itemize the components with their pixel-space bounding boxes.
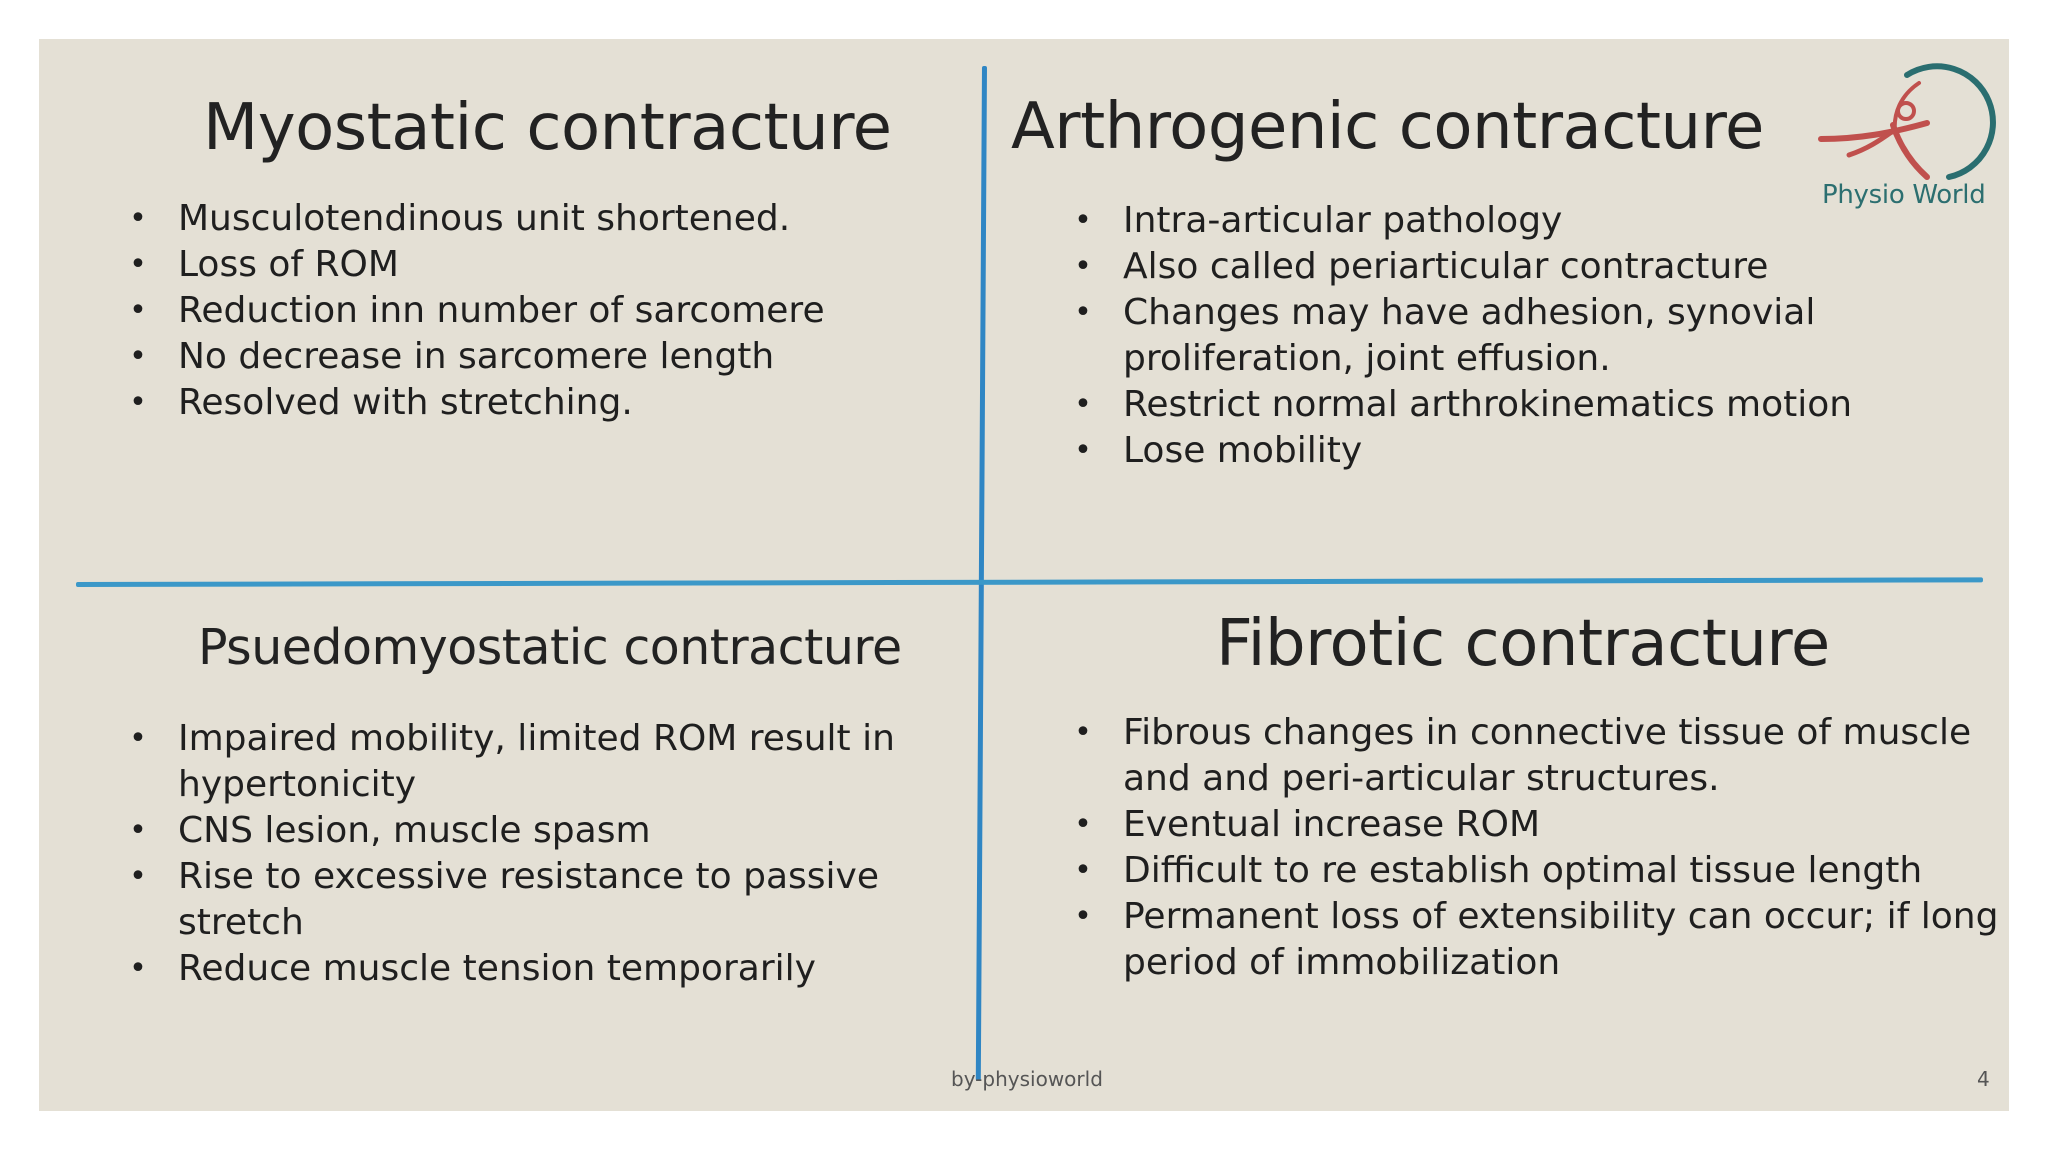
list-item: • Lose mobility (1073, 428, 1852, 474)
list-item: • Permanent loss of extensibility can occ… (1073, 894, 1998, 940)
list-item: • Difficult to re establish optimal tissu… (1073, 848, 1998, 894)
bullet-icon: • (129, 293, 147, 328)
list-item-text: Restrict normal arthrokinematics motion (1123, 384, 1853, 425)
bullet-icon: • (129, 813, 147, 848)
bullet-icon: • (129, 951, 147, 986)
list-item: • Restrict normal arthrokinematics motion (1073, 382, 1852, 428)
list-item-continuation: period of immobilization (1073, 940, 1998, 986)
list-item-text: Permanent loss of extensibility can occu… (1123, 896, 1999, 937)
list-item: • CNS lesion, muscle spasm (128, 808, 895, 854)
list-item-text: Fibrous changes in connective tissue of … (1123, 712, 1972, 753)
list-item-text: Musculotendinous unit shortened. (178, 198, 791, 239)
list-item: • Reduce muscle tension temporarily (128, 946, 895, 992)
list-item-text: CNS lesion, muscle spasm (178, 810, 651, 851)
list-item-text: proliferation, joint effusion. (1123, 338, 1611, 379)
list-item: • Musculotendinous unit shortened. (128, 196, 825, 242)
list-item-text: hypertonicity (178, 764, 417, 805)
list-item-text: Eventual increase ROM (1123, 804, 1541, 845)
list-fibrotic: • Fibrous changes in connective tissue of… (1073, 710, 1998, 986)
list-myostatic: • Musculotendinous unit shortened. • Loss … (128, 196, 825, 426)
list-item-text: Reduction inn number of sarcomere (178, 290, 825, 331)
list-item: • Changes may have adhesion, synovial (1073, 290, 1852, 336)
bullet-icon: • (1074, 899, 1092, 934)
list-item-text: No decrease in sarcomere length (178, 336, 775, 377)
list-item-text: Also called periarticular contracture (1123, 246, 1769, 287)
horizontal-divider (75, 577, 1984, 587)
list-item-text: Changes may have adhesion, synovial (1123, 292, 1816, 333)
list-item-text: stretch (178, 902, 304, 943)
list-item: • Eventual increase ROM (1073, 802, 1998, 848)
list-item: • Resolved with stretching. (128, 380, 825, 426)
bullet-icon: • (1074, 203, 1092, 238)
list-item: • Impaired mobility, limited ROM result i… (128, 716, 895, 762)
list-item: • Rise to excessive resistance to passive (128, 854, 895, 900)
bullet-icon: • (1074, 853, 1092, 888)
list-item-continuation: hypertonicity (128, 762, 895, 808)
title-arthrogenic: Arthrogenic contracture (1011, 90, 1764, 164)
list-item-text: Resolved with stretching. (178, 382, 633, 423)
list-item: • No decrease in sarcomere length (128, 334, 825, 380)
title-myostatic: Myostatic contracture (203, 91, 892, 165)
physio-world-logo-icon (1818, 63, 1996, 180)
bullet-icon: • (1074, 249, 1092, 284)
bullet-icon: • (1074, 807, 1092, 842)
bullet-icon: • (129, 721, 147, 756)
list-item-text: Intra-articular pathology (1123, 200, 1563, 241)
bullet-icon: • (129, 247, 147, 282)
bullet-icon: • (1074, 295, 1092, 330)
bullet-icon: • (129, 339, 147, 374)
logo-text: Physio World (1822, 180, 1986, 210)
bullet-icon: • (1074, 715, 1092, 750)
list-item-continuation: stretch (128, 900, 895, 946)
footer-text: by-physioworld (951, 1067, 1103, 1091)
slide: Myostatic contracture • Musculotendinous … (39, 39, 2009, 1111)
list-item: • Intra-articular pathology (1073, 198, 1852, 244)
bullet-icon: • (1074, 433, 1092, 468)
list-item-text: Loss of ROM (178, 244, 399, 285)
list-item: • Reduction inn number of sarcomere (128, 288, 825, 334)
bullet-icon: • (129, 385, 147, 420)
list-item-text: Lose mobility (1123, 430, 1363, 471)
title-fibrotic: Fibrotic contracture (1216, 607, 1830, 681)
list-arthrogenic: • Intra-articular pathology • Also called … (1073, 198, 1852, 474)
vertical-divider (975, 65, 987, 1081)
list-item-text: Reduce muscle tension temporarily (178, 948, 816, 989)
list-item: • Loss of ROM (128, 242, 825, 288)
list-item-continuation: proliferation, joint effusion. (1073, 336, 1852, 382)
list-item: • Fibrous changes in connective tissue of… (1073, 710, 1998, 756)
page-number: 4 (1977, 1067, 1990, 1091)
bullet-icon: • (129, 859, 147, 894)
list-item-text: Impaired mobility, limited ROM result in (178, 718, 895, 759)
list-item-continuation: and and peri-articular structures. (1073, 756, 1998, 802)
list-item-text: Rise to excessive resistance to passive (178, 856, 879, 897)
bullet-icon: • (1074, 387, 1092, 422)
list-psuedomyostatic: • Impaired mobility, limited ROM result i… (128, 716, 895, 992)
bullet-icon: • (129, 201, 147, 236)
list-item-text: Difficult to re establish optimal tissue… (1123, 850, 1923, 891)
list-item-text: period of immobilization (1123, 942, 1561, 983)
title-psuedomyostatic: Psuedomyostatic contracture (198, 619, 902, 676)
list-item-text: and and peri-articular structures. (1123, 758, 1720, 799)
list-item: • Also called periarticular contracture (1073, 244, 1852, 290)
